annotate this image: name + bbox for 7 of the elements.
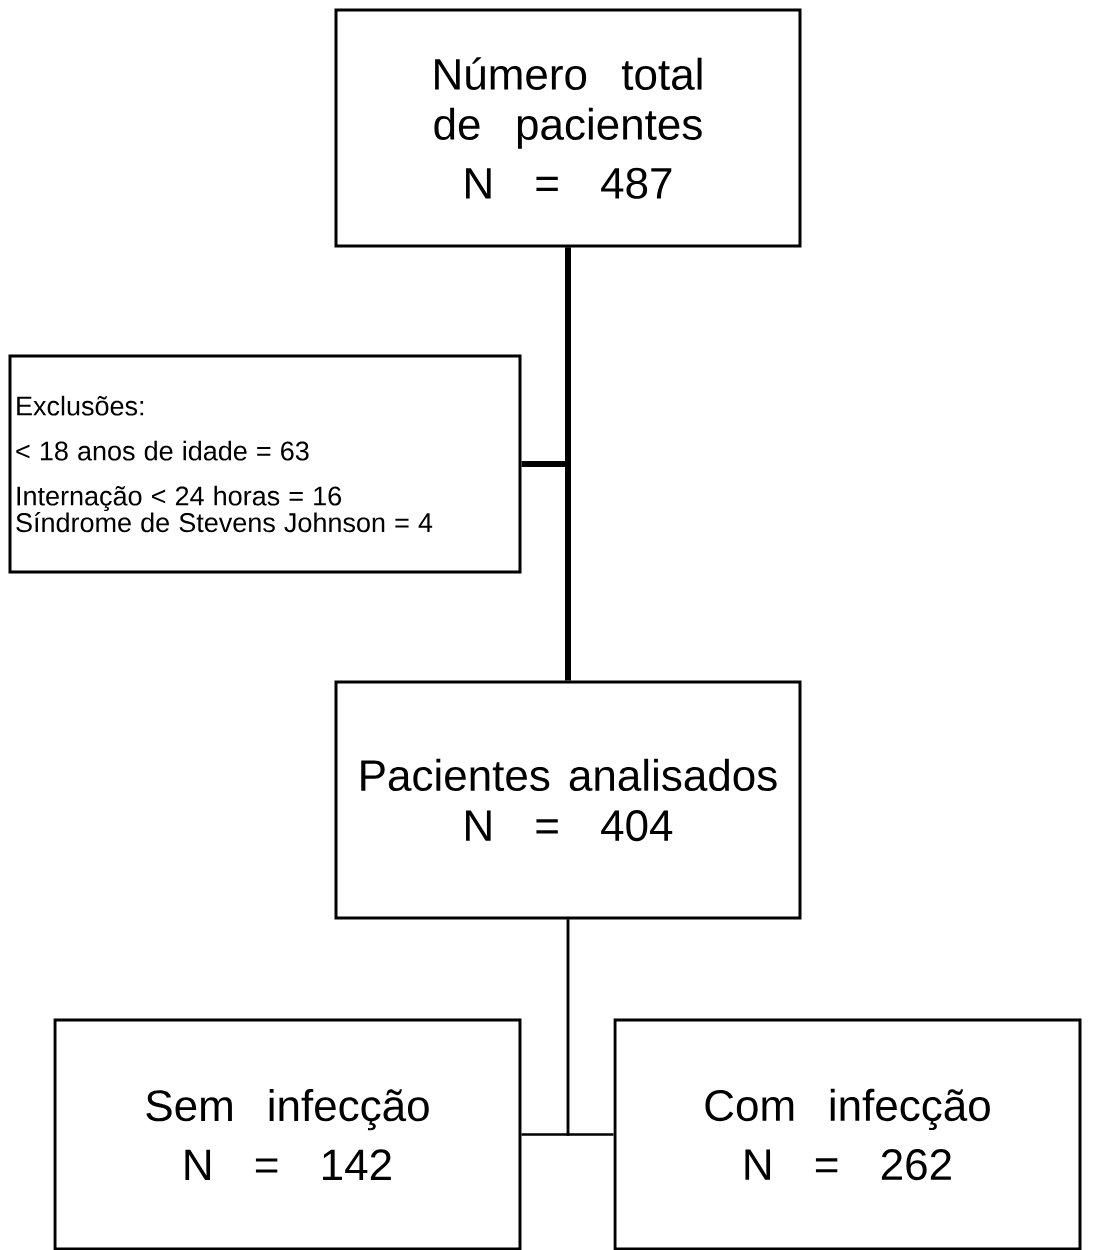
process-box: Pacientes analisados N = 404: [334, 680, 802, 920]
process-box: Número total de pacientes N = 487: [334, 8, 802, 248]
process-box: Com infecção N = 262: [613, 1018, 1082, 1250]
exclusion-box: Exclusões: < 18 anos de idade = 63 Internação < 24 horas = 16 Síndrome de Stevens Johnson = 4: [8, 354, 522, 574]
connector-line: [521, 247, 571, 467]
process-box: Sem infecção N = 142: [53, 1018, 522, 1250]
connector-line: [566, 919, 614, 1136]
